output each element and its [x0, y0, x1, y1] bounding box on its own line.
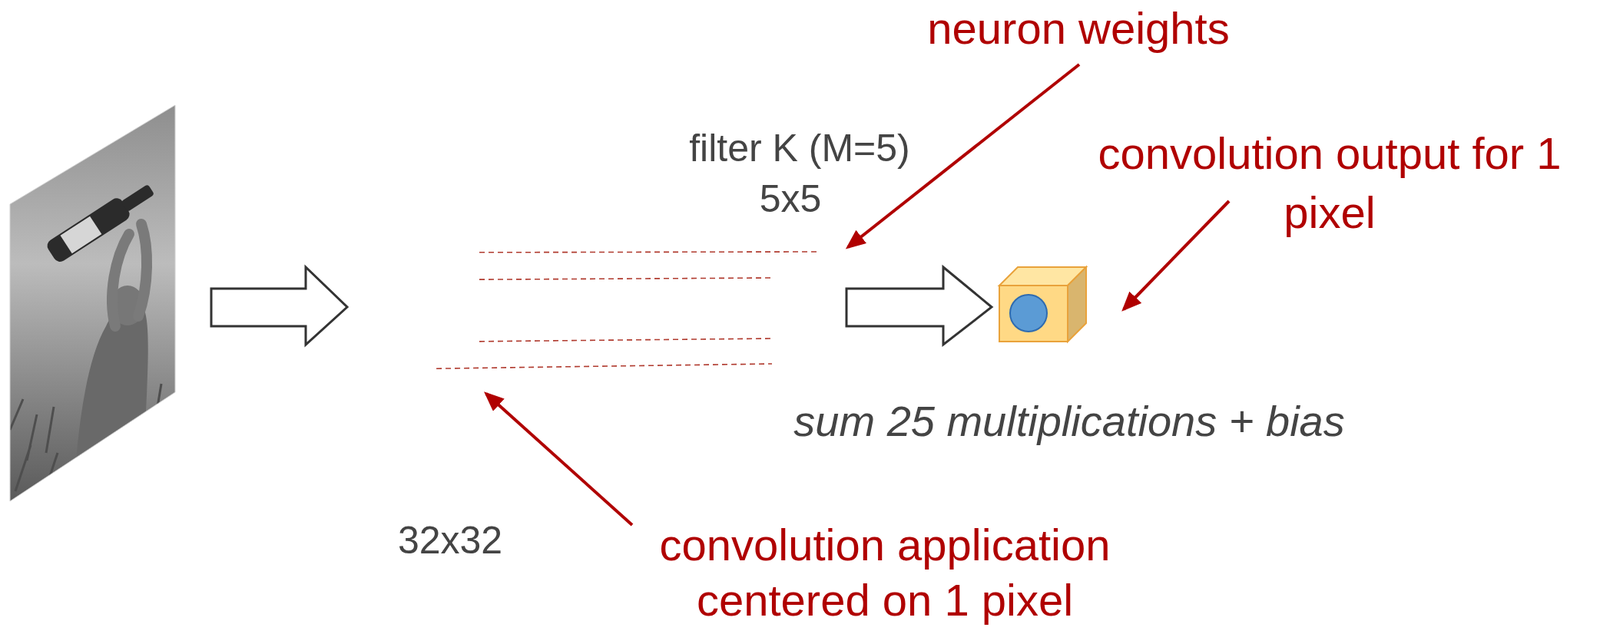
text-holder: neuron weights — [927, 6, 1229, 51]
dimension-label: 5x5 — [759, 175, 822, 222]
plane-fill — [771, 251, 817, 365]
output-cube — [999, 267, 1087, 342]
leader-arrow — [1123, 201, 1229, 310]
plane-shape — [771, 251, 817, 365]
text-holder: sum 25 multiplications + bias — [793, 395, 1345, 448]
input-photo — [9, 105, 176, 507]
filter-plane: filter K (M=5)5x5 — [771, 251, 817, 365]
plane-shape — [375, 120, 523, 504]
operation-note: sum 25 multiplications + bias — [793, 395, 1345, 448]
projection-lines — [436, 251, 817, 369]
text-holder: filter K (M=5) — [689, 125, 911, 172]
callout-label: neuron weights — [927, 6, 1229, 51]
plane-fill — [375, 120, 523, 504]
callout-label: convolution application centered on 1 pi… — [639, 517, 1131, 629]
photo-frame — [9, 105, 176, 502]
text-holder: 32x32 — [397, 517, 503, 564]
receptive-field-patch — [436, 251, 480, 370]
dashed-projection — [436, 364, 772, 369]
output-pixel — [1010, 294, 1047, 332]
dashed-projection — [479, 251, 817, 253]
text-holder: convolution output for 1 pixel — [1083, 123, 1576, 242]
callout-label: convolution output for 1 pixel — [1083, 123, 1576, 242]
text-holder: 5x5 — [759, 175, 822, 222]
text-holder: convolution application centered on 1 pi… — [639, 517, 1131, 629]
filter-title: filter K (M=5) — [689, 125, 911, 172]
hollow-arrow — [846, 267, 992, 345]
dashed-projection — [479, 278, 772, 280]
hollow-arrow — [211, 267, 348, 345]
leader-arrow — [486, 394, 633, 526]
dashed-projection — [479, 338, 772, 342]
dimension-label: 32x32 — [397, 517, 503, 564]
input-plane: 32x32 — [375, 120, 523, 504]
